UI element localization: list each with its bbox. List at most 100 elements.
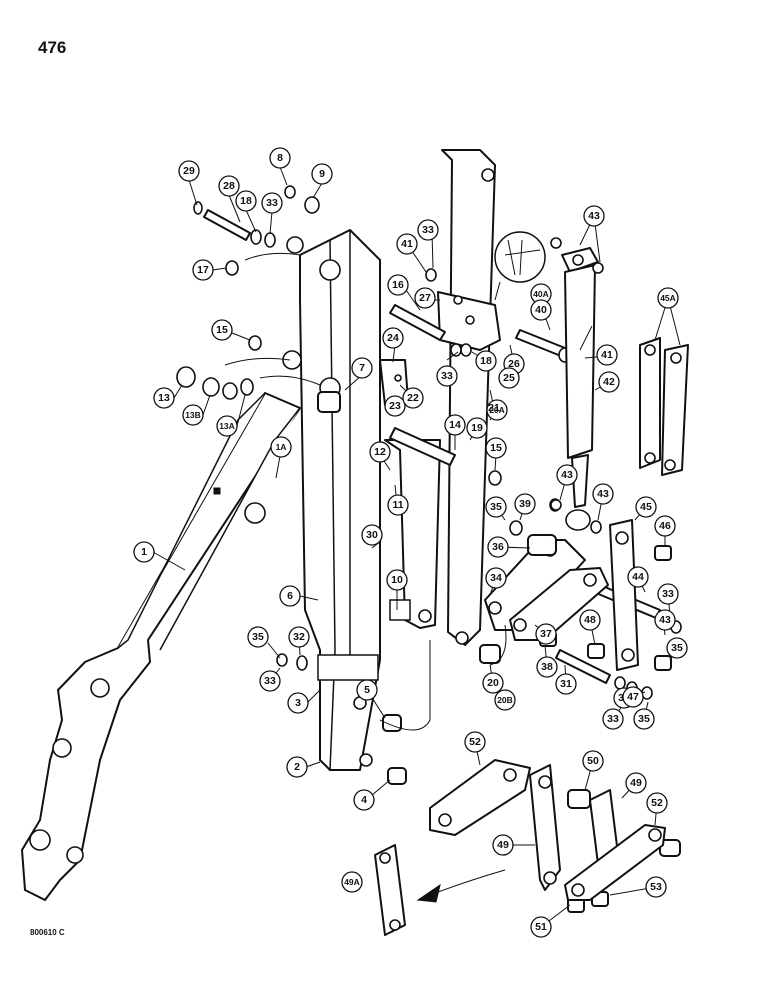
- callout: 17: [192, 259, 214, 281]
- svg-text:15: 15: [490, 442, 502, 454]
- drawing-code: 800610 C: [30, 928, 65, 937]
- svg-text:22: 22: [407, 392, 419, 404]
- callout: 10: [386, 569, 408, 591]
- callout: 2: [286, 756, 308, 778]
- extendable-stick-part: [384, 149, 496, 646]
- callout: 15: [211, 319, 233, 341]
- svg-text:39: 39: [519, 498, 531, 510]
- callout: 51: [530, 916, 552, 938]
- svg-text:40A: 40A: [533, 289, 549, 299]
- svg-text:33: 33: [422, 224, 434, 236]
- callout: 25: [498, 367, 520, 389]
- svg-text:29: 29: [183, 165, 195, 177]
- callout: 13: [153, 387, 175, 409]
- svg-text:18: 18: [480, 355, 492, 367]
- callout: 18: [235, 190, 257, 212]
- callout: 7: [351, 357, 373, 379]
- svg-text:1: 1: [141, 546, 147, 558]
- svg-text:35: 35: [638, 713, 650, 725]
- callout: 43: [592, 483, 614, 505]
- callout: 13A: [216, 415, 238, 437]
- callout: 49: [492, 834, 514, 856]
- svg-text:45: 45: [640, 501, 652, 513]
- svg-text:49A: 49A: [344, 877, 360, 887]
- svg-text:24: 24: [387, 332, 399, 344]
- callout: 13B: [182, 404, 204, 426]
- svg-text:17: 17: [197, 264, 209, 276]
- svg-text:33: 33: [441, 370, 453, 382]
- svg-text:2: 2: [294, 761, 300, 773]
- callout: 16: [387, 274, 409, 296]
- svg-text:51: 51: [535, 921, 547, 933]
- svg-text:3: 3: [295, 697, 301, 709]
- svg-text:52: 52: [469, 736, 481, 748]
- callout: 49: [625, 772, 647, 794]
- callout: 52: [646, 792, 668, 814]
- svg-text:6: 6: [287, 590, 293, 602]
- svg-text:43: 43: [588, 210, 600, 222]
- callout: 1A: [270, 436, 292, 458]
- svg-text:40: 40: [535, 304, 547, 316]
- svg-text:20A: 20A: [489, 405, 505, 415]
- callout: 31: [555, 673, 577, 695]
- callout: 43: [583, 205, 605, 227]
- callout: 20A: [486, 399, 508, 421]
- callout: 43: [556, 464, 578, 486]
- callout: 33: [657, 583, 679, 605]
- callout: 29: [178, 160, 200, 182]
- svg-text:20B: 20B: [497, 695, 513, 705]
- svg-text:34: 34: [490, 572, 502, 584]
- callout: 50: [582, 750, 604, 772]
- svg-text:41: 41: [601, 349, 613, 361]
- boom-part: [21, 392, 301, 901]
- callout: 23: [384, 395, 406, 417]
- svg-text:1A: 1A: [276, 442, 287, 452]
- callout: 15: [485, 437, 507, 459]
- callout: 45: [635, 496, 657, 518]
- callout: 45A: [657, 287, 679, 309]
- callout: 12: [369, 441, 391, 463]
- callout: 24: [382, 327, 404, 349]
- svg-text:47: 47: [627, 691, 639, 703]
- callout: 35: [633, 708, 655, 730]
- callout: 21: [488, 402, 500, 414]
- svg-text:15: 15: [216, 324, 228, 336]
- svg-text:53: 53: [650, 881, 662, 893]
- callout: 41: [396, 233, 418, 255]
- svg-text:14: 14: [449, 419, 461, 431]
- callout: 33: [259, 670, 281, 692]
- callout: 8: [269, 147, 291, 169]
- svg-text:43: 43: [561, 469, 573, 481]
- svg-text:8: 8: [277, 152, 283, 164]
- svg-text:30: 30: [366, 529, 378, 541]
- callout: 1: [133, 541, 155, 563]
- svg-text:35: 35: [252, 631, 264, 643]
- callout: 53: [645, 876, 667, 898]
- callout: 9: [311, 163, 333, 185]
- svg-text:41: 41: [401, 238, 413, 250]
- callout: 43: [654, 609, 676, 631]
- svg-text:9: 9: [319, 168, 325, 180]
- callout: 33: [417, 219, 439, 241]
- detail-inset: [494, 231, 546, 301]
- svg-text:7: 7: [359, 362, 365, 374]
- callout: 36: [487, 536, 509, 558]
- svg-text:26: 26: [508, 358, 520, 370]
- svg-text:11: 11: [392, 499, 403, 511]
- callout: 34: [485, 567, 507, 589]
- callout: 27: [414, 287, 436, 309]
- svg-text:44: 44: [632, 571, 644, 583]
- svg-text:33: 33: [662, 588, 674, 600]
- svg-text:33: 33: [607, 713, 619, 725]
- svg-text:20: 20: [487, 677, 499, 689]
- callout: 49A: [341, 871, 363, 893]
- callout: 28: [218, 175, 240, 197]
- callout: 37: [535, 623, 557, 645]
- svg-text:25: 25: [503, 372, 515, 384]
- callout: 40: [530, 299, 552, 321]
- svg-text:36: 36: [492, 541, 504, 553]
- svg-text:13: 13: [158, 392, 170, 404]
- svg-text:52: 52: [651, 797, 663, 809]
- callout: 6: [279, 585, 301, 607]
